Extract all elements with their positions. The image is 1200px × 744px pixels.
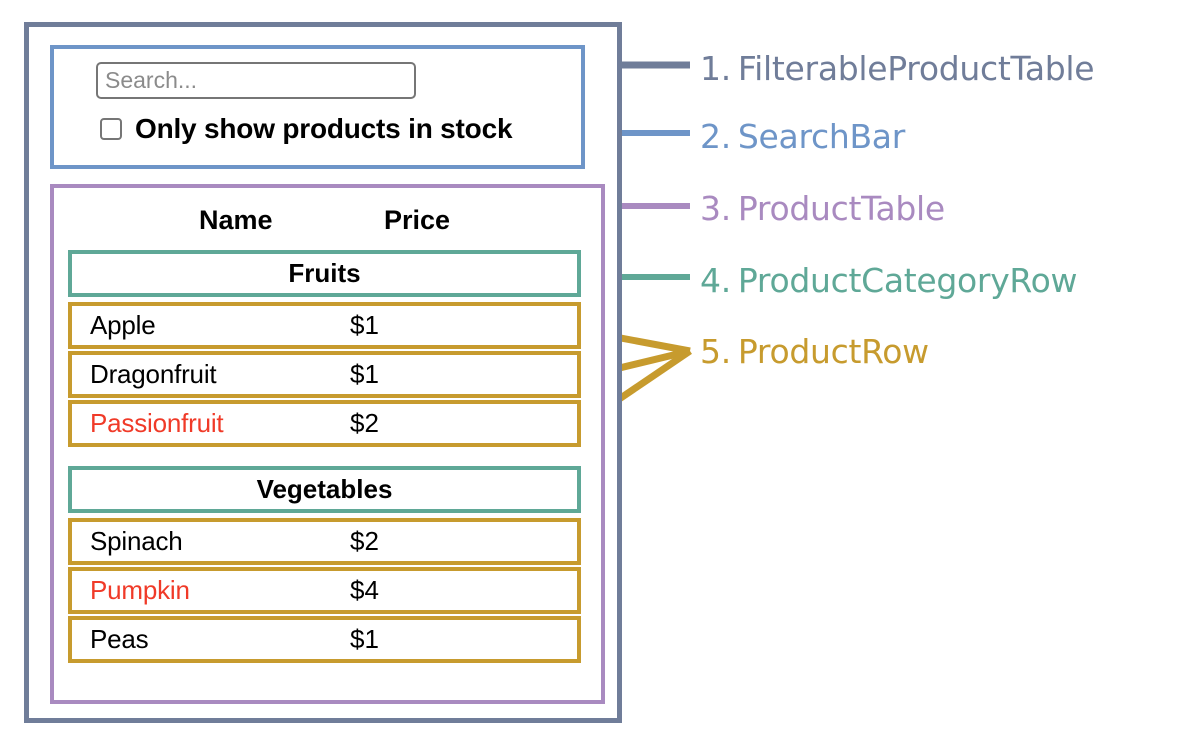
product-row: Pumpkin $4 xyxy=(68,567,581,614)
in-stock-checkbox[interactable] xyxy=(100,118,122,140)
column-header-name: Name xyxy=(199,204,273,235)
legend-number: 3. xyxy=(700,189,731,228)
legend-item-productcategoryrow: 4.ProductCategoryRow xyxy=(700,264,1077,297)
in-stock-checkbox-label: Only show products in stock xyxy=(135,113,513,144)
search-input[interactable] xyxy=(96,62,416,99)
product-name: Spinach xyxy=(90,526,183,556)
legend-number: 2. xyxy=(700,117,731,156)
product-price: $1 xyxy=(350,624,379,654)
product-name: Pumpkin xyxy=(90,575,190,605)
legend-item-producttable: 3.ProductTable xyxy=(700,192,945,225)
legend-item-filterableproducttable: 1.FilterableProductTable xyxy=(700,49,1095,88)
search-bar-box: Only show products in stock xyxy=(50,45,585,169)
filterable-product-table-box: Only show products in stock Name Price F… xyxy=(24,22,622,723)
product-row: Passionfruit $2 xyxy=(68,400,581,447)
product-price: $2 xyxy=(350,526,379,556)
legend-item-searchbar: 2.SearchBar xyxy=(700,120,905,153)
category-label: Vegetables xyxy=(256,474,393,504)
stock-filter-row[interactable]: Only show products in stock xyxy=(100,113,513,145)
legend-component-name: ProductCategoryRow xyxy=(737,261,1078,300)
product-price: $2 xyxy=(350,408,379,438)
product-name: Passionfruit xyxy=(90,408,224,438)
legend-component-name: ProductRow xyxy=(737,332,929,371)
category-label: Fruits xyxy=(288,258,361,288)
product-category-row: Fruits xyxy=(68,250,581,297)
product-category-row: Vegetables xyxy=(68,466,581,513)
product-row: Apple $1 xyxy=(68,302,581,349)
product-name: Dragonfruit xyxy=(90,359,217,389)
product-table-header: Name Price xyxy=(54,196,601,244)
legend-number: 5. xyxy=(700,332,731,371)
legend-component-name: ProductTable xyxy=(737,189,945,228)
legend-component-name: FilterableProductTable xyxy=(737,49,1095,88)
product-row: Peas $1 xyxy=(68,616,581,663)
product-price: $4 xyxy=(350,575,379,605)
legend-item-productrow: 5.ProductRow xyxy=(700,335,929,368)
product-price: $1 xyxy=(350,310,379,340)
column-header-price: Price xyxy=(384,204,451,235)
product-name: Peas xyxy=(90,624,149,654)
product-row: Spinach $2 xyxy=(68,518,581,565)
product-price: $1 xyxy=(350,359,379,389)
product-row: Dragonfruit $1 xyxy=(68,351,581,398)
legend-number: 1. xyxy=(700,49,731,88)
legend-component-name: SearchBar xyxy=(737,117,905,156)
legend-number: 4. xyxy=(700,261,731,300)
product-name: Apple xyxy=(90,310,156,340)
